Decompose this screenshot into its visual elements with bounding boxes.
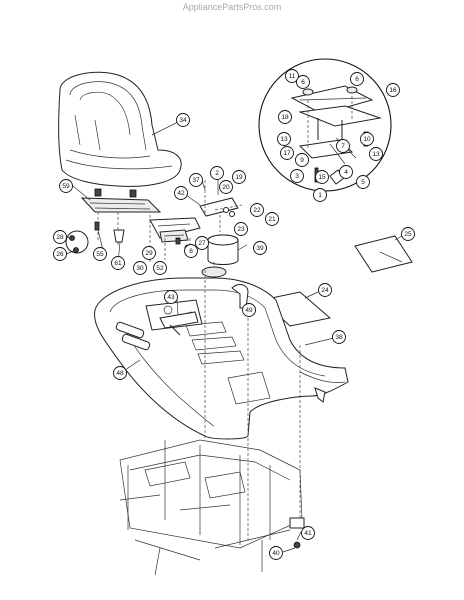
callout-label: 9 [300,157,304,164]
callout-label: 55 [96,251,104,258]
callout-label: 61 [114,260,122,267]
callout-c39: 39 [253,241,267,255]
callout-label: 6 [301,79,305,86]
callout-c38: 38 [332,330,346,344]
callout-c23: 23 [234,222,248,236]
callout-c20: 20 [219,180,233,194]
callout-c13b: 13 [369,147,383,161]
callout-c1: 1 [313,188,327,202]
callout-c24: 24 [318,283,332,297]
callout-c6b: 6 [296,75,310,89]
callout-label: 19 [235,174,243,181]
callout-c2: 2 [210,166,224,180]
callout-c49: 49 [242,303,256,317]
callout-c59: 59 [59,179,73,193]
callout-label: 15 [318,174,326,181]
callout-c18: 18 [278,110,292,124]
callout-c37: 37 [189,173,203,187]
callout-label: 52 [156,265,164,272]
callout-c52: 52 [153,261,167,275]
callout-label: 38 [335,334,343,341]
fuel-tank-bracket [204,270,301,540]
seat-adjust-lever [159,311,199,336]
callout-label: 16 [389,87,397,94]
callout-label: 21 [268,216,276,223]
callout-label: 37 [192,177,200,184]
seat [58,71,182,245]
callout-c22: 22 [250,203,264,217]
callout-label: 2 [215,170,219,177]
callout-label: 4 [344,169,348,176]
callout-label: 5 [361,179,365,186]
callout-label: 13 [280,136,288,143]
callout-c48: 48 [113,366,127,380]
callout-label: 6 [355,76,359,83]
seat-hardware [65,221,125,254]
callout-c28: 28 [53,230,67,244]
callout-c17: 17 [280,146,294,160]
deflector-strip [354,235,413,273]
callout-label: 24 [321,287,329,294]
callout-label: 18 [281,114,289,121]
callout-c30: 30 [133,261,147,275]
callout-label: 42 [177,190,185,197]
callout-label: 27 [198,240,206,247]
callout-c7: 7 [336,139,350,153]
pivot-bracket [199,180,243,232]
callout-c6: 6 [350,72,364,86]
callout-c27: 27 [195,236,209,250]
callout-c5: 5 [356,175,370,189]
callout-label: 28 [56,234,64,241]
callout-c61: 61 [111,256,125,270]
callout-label: 39 [256,245,264,252]
callout-c16: 16 [386,83,400,97]
callout-label: 25 [404,231,412,238]
callout-label: 11 [289,73,296,80]
callout-c43: 43 [164,290,178,304]
callout-c11: 11 [285,69,299,83]
callout-label: 30 [136,265,144,272]
callout-c10: 10 [360,132,374,146]
callout-label: 22 [253,207,261,214]
callout-label: 40 [272,550,280,557]
callout-c4: 4 [339,165,353,179]
fuel-cup [201,234,239,278]
callout-label: 23 [237,226,245,233]
callout-label: 29 [145,250,153,257]
callout-label: 48 [116,370,124,377]
callout-c42: 42 [174,186,188,200]
callout-label: 7 [341,143,345,150]
callout-c55: 55 [93,247,107,261]
callout-label: 3 [295,173,299,180]
callout-c34: 34 [176,113,190,127]
callout-label: 10 [363,136,371,143]
callout-c9: 9 [295,153,309,167]
callout-c40: 40 [269,546,283,560]
tractor-frame [119,439,305,576]
callout-label: 17 [283,150,291,157]
callout-label: 20 [222,184,230,191]
callout-c15: 15 [315,170,329,184]
callout-c3: 3 [290,169,304,183]
callout-c19: 19 [232,170,246,184]
watermark: AppliancePartsPros.com [182,2,282,12]
callout-label: 59 [62,183,70,190]
callout-c8: 8 [184,244,198,258]
callout-label: 43 [167,294,175,301]
callout-c25: 25 [401,227,415,241]
callout-c41: 41 [301,526,315,540]
callout-label: 41 [304,530,312,537]
callout-c13a: 13 [277,132,291,146]
callout-label: 8 [189,248,193,255]
callout-c26: 26 [53,247,67,261]
callout-c21: 21 [265,212,279,226]
callout-label: 34 [179,117,187,124]
callout-label: 49 [245,307,253,314]
callout-label: 26 [56,251,64,258]
callout-label: 1 [318,192,322,199]
callout-c29: 29 [142,246,156,260]
callout-label: 13 [372,151,380,158]
